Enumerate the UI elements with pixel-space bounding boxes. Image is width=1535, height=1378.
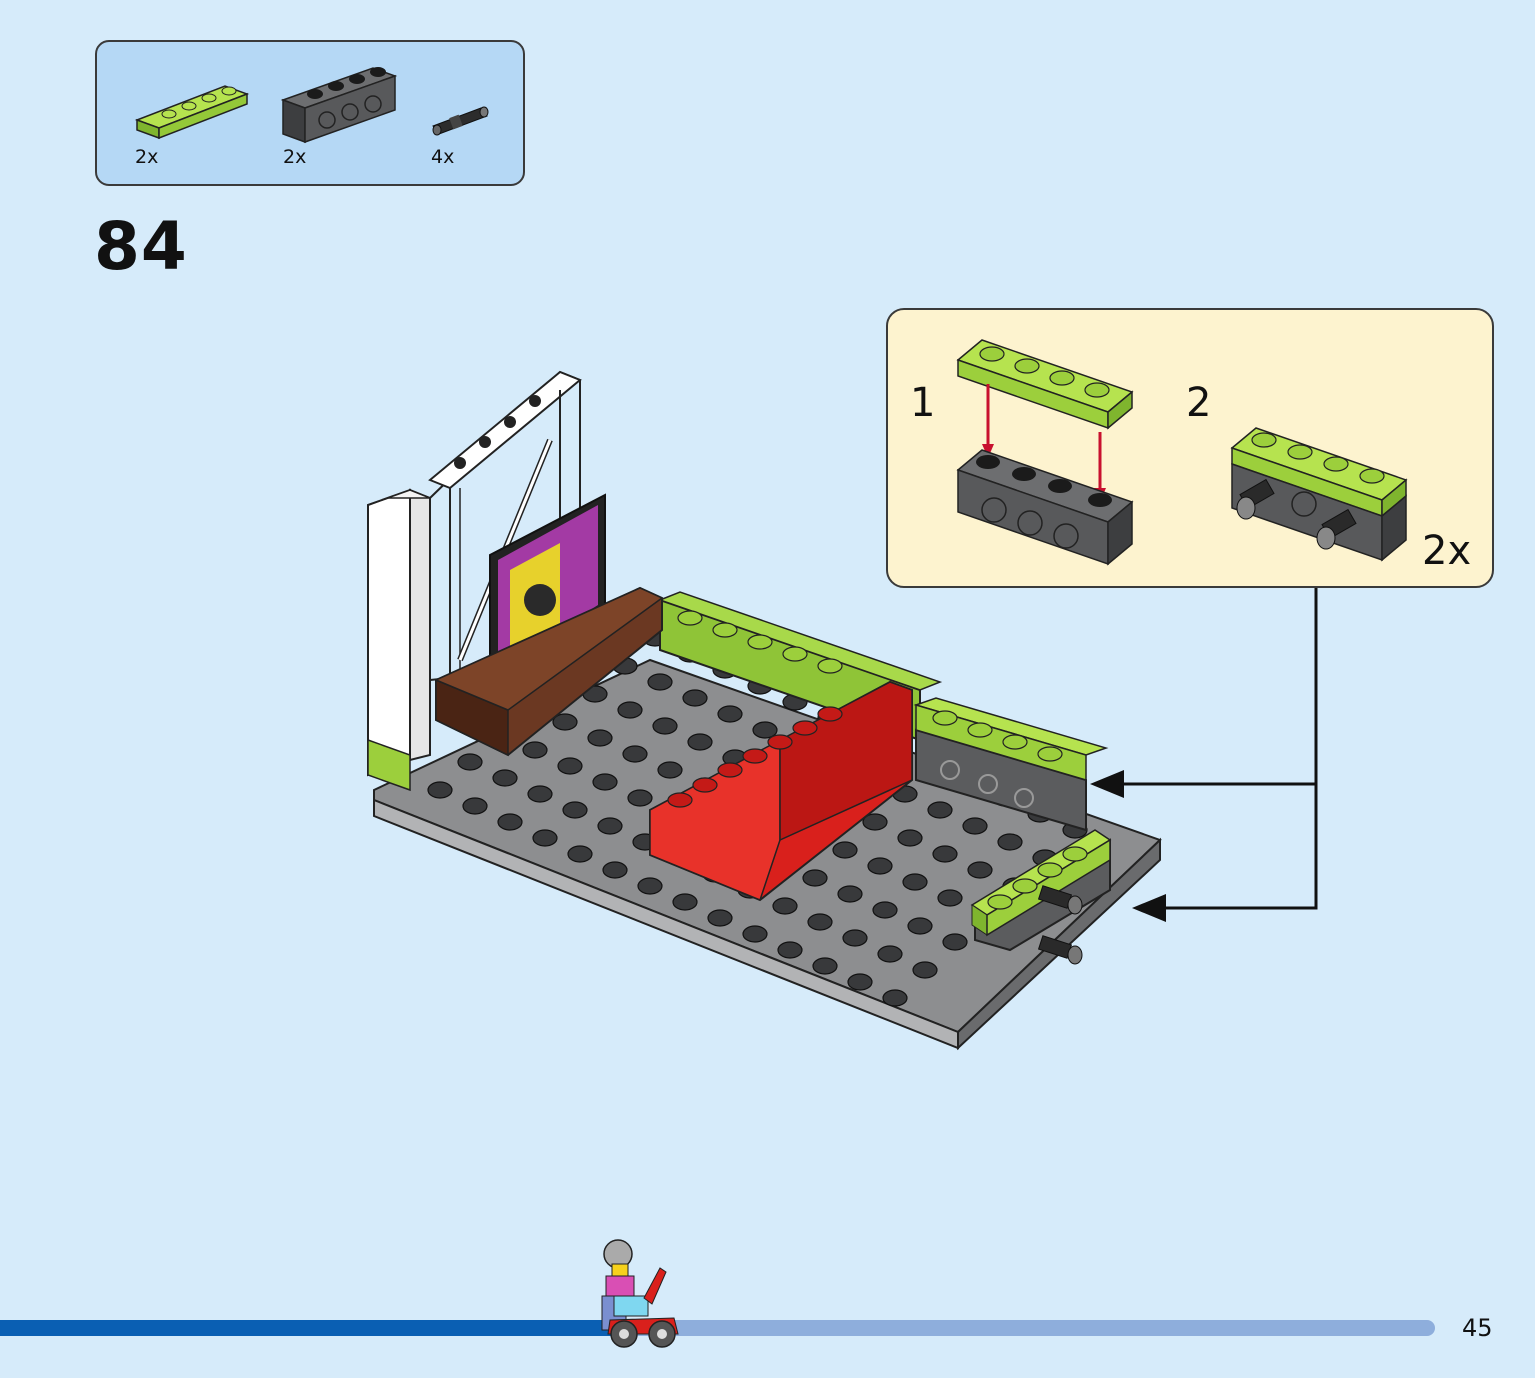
technic-brick-part (281, 62, 401, 147)
substep-1-illustration (954, 334, 1134, 568)
pin-connectors (1037, 885, 1083, 965)
substep-1-number: 1 (910, 380, 936, 426)
lime-plate-quantity: 2x (135, 146, 159, 168)
callout-multiplier: 2x (1422, 528, 1472, 574)
lime-plate-part (133, 80, 253, 140)
scooter-minifigure-icon (596, 1238, 688, 1356)
parts-list-box: 2x 2x 4x (95, 40, 525, 186)
pin-connector-quantity: 4x (431, 146, 455, 168)
white-pillar (367, 488, 411, 777)
substep-2-number: 2 (1186, 380, 1212, 426)
substep-2-illustration (1228, 424, 1412, 564)
pin-connector-part (429, 104, 491, 140)
main-model-illustration (360, 360, 1180, 1064)
substep-callout: 1 2 (886, 308, 1494, 588)
progress-fill (0, 1320, 618, 1336)
progress-bar (0, 1320, 1435, 1336)
step-number: 84 (94, 208, 188, 285)
technic-brick-quantity: 2x (283, 146, 307, 168)
page-number: 45 (1462, 1314, 1493, 1342)
